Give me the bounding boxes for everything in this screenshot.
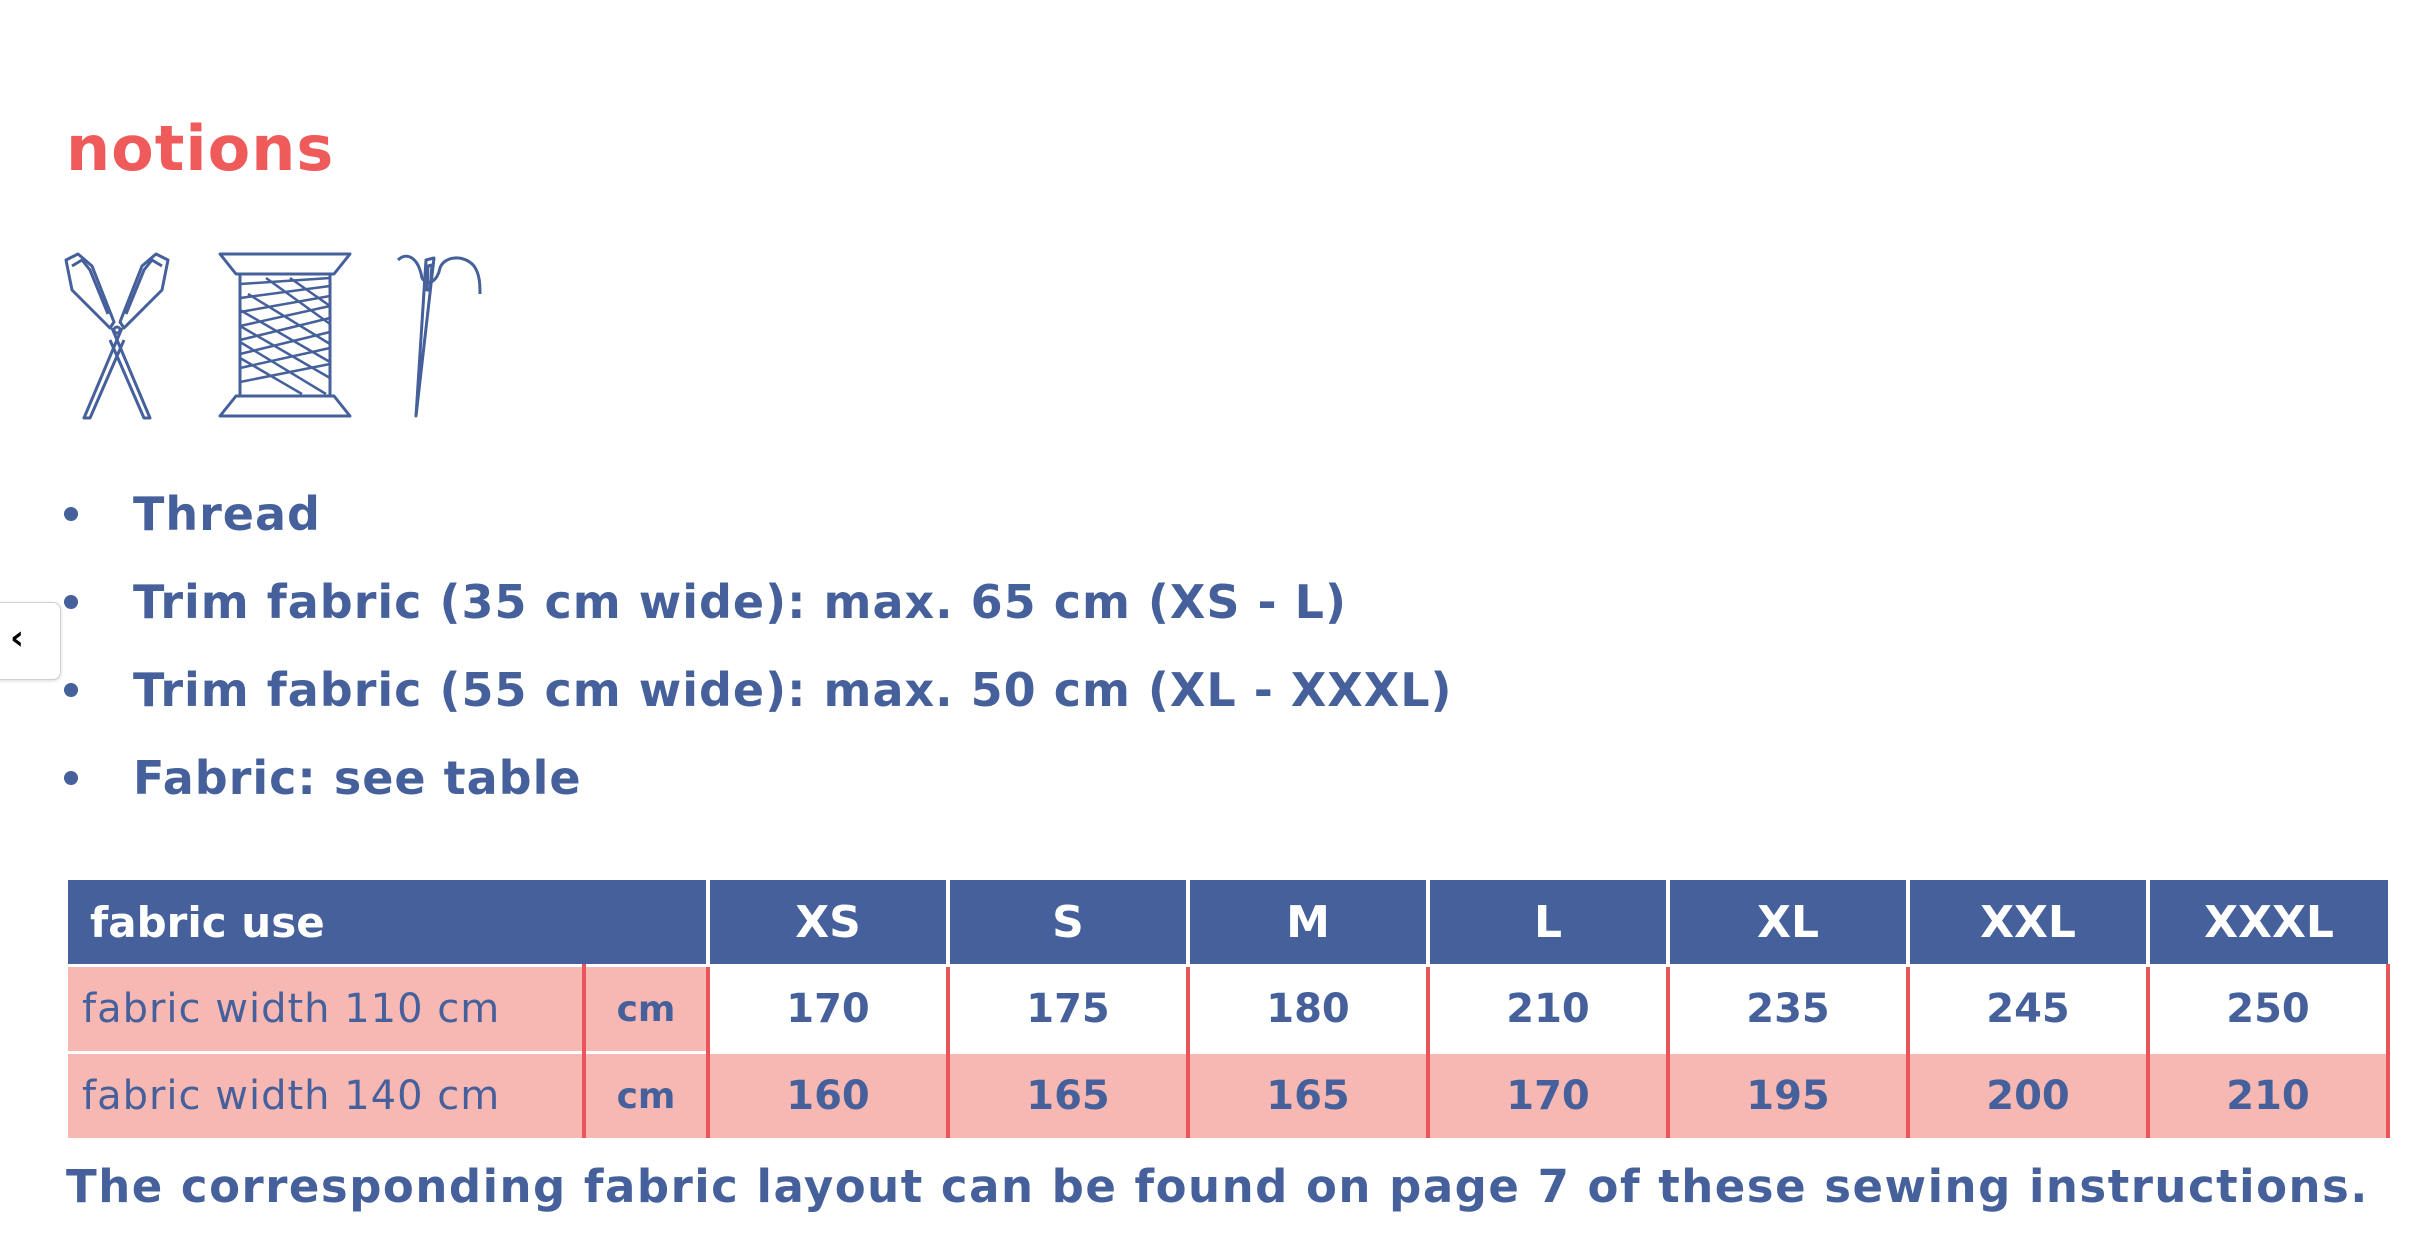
scissors-icon [64,252,170,420]
table-cell: 170 [706,964,949,1053]
table-header-row: fabric use XS S M L XL XXL XXXL [68,880,2389,966]
needle-icon [396,254,482,418]
table-cell: 165 [1186,1051,1429,1138]
table-row: fabric width 140 cm cm 160 165 165 170 1… [68,1051,2391,1138]
header-size: XXXL [2146,880,2389,966]
table-cell: 170 [1426,1051,1669,1138]
list-item-text: Trim fabric (55 cm wide): max. 50 cm (XL… [133,663,1453,717]
list-item: Fabric: see table [0,742,1453,830]
table-cell: 195 [1666,1051,1909,1138]
header-size: XS [706,880,949,966]
list-item-text: Trim fabric (35 cm wide): max. 65 cm (XS… [133,575,1347,629]
header-size: XXL [1906,880,2149,966]
bullet-icon [64,595,78,609]
table-row: fabric width 110 cm cm 170 175 180 210 2… [68,964,2391,1053]
list-item: Thread [0,478,1453,566]
chevron-left-icon: ‹ [10,618,25,658]
list-item-text: Thread [133,487,321,541]
fabric-use-table: fabric use XS S M L XL XXL XXXL fabric w… [68,880,2391,1138]
bullet-icon [64,507,78,521]
section-heading: notions [66,112,335,185]
table-cell: 200 [1906,1051,2149,1138]
list-item: Trim fabric (55 cm wide): max. 50 cm (XL… [0,654,1453,742]
list-item: Trim fabric (35 cm wide): max. 65 cm (XS… [0,566,1453,654]
header-fabric-use: fabric use [68,880,709,966]
table-cell: 245 [1906,964,2149,1053]
list-item-text: Fabric: see table [133,751,582,805]
header-size: S [946,880,1189,966]
header-size: M [1186,880,1429,966]
table-cell: 210 [1426,964,1669,1053]
notions-icons [62,250,482,425]
row-label: fabric width 140 cm [68,1051,584,1138]
previous-page-button[interactable]: ‹ [0,602,61,680]
bullet-icon [64,771,78,785]
thread-spool-icon [218,252,352,418]
table-cell: 210 [2146,1051,2391,1138]
table-cell: 165 [946,1051,1189,1138]
bullet-icon [64,683,78,697]
table-cell: 175 [946,964,1189,1053]
row-unit: cm [581,964,709,1053]
row-unit: cm [581,1051,709,1138]
notions-list: Thread Trim fabric (35 cm wide): max. 65… [0,478,1453,830]
header-size: XL [1666,880,1909,966]
header-size: L [1426,880,1669,966]
table-cell: 250 [2146,964,2391,1053]
table-cell: 180 [1186,964,1429,1053]
fabric-layout-note: The corresponding fabric layout can be f… [66,1160,2369,1213]
row-label: fabric width 110 cm [68,964,584,1053]
table-cell: 160 [706,1051,949,1138]
table-cell: 235 [1666,964,1909,1053]
